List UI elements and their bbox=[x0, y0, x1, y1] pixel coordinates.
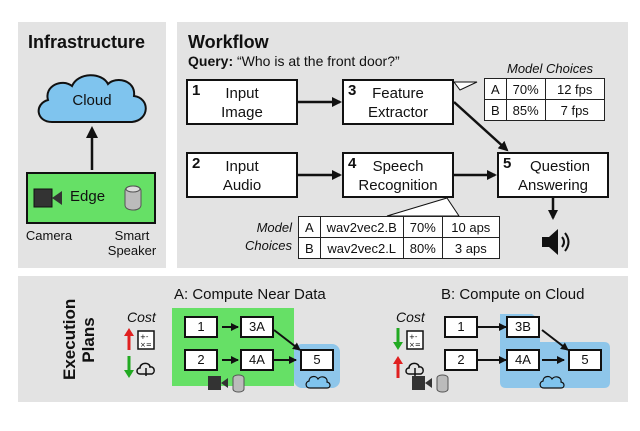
node-2-num: 2 bbox=[192, 155, 201, 172]
plan-b-cloud-icon bbox=[539, 375, 565, 389]
svg-text:×=: ×= bbox=[409, 341, 421, 349]
speaker-label-1: Smart bbox=[114, 228, 150, 243]
node-5-num: 5 bbox=[503, 155, 512, 172]
speaker-label-2: Speaker bbox=[107, 243, 157, 258]
speaker-output-icon bbox=[542, 229, 570, 255]
speech-rate-b: 3 aps bbox=[441, 237, 500, 259]
node-5-line1: Question bbox=[529, 158, 591, 175]
plan-b-cost-icons: +- ×= bbox=[393, 328, 424, 378]
node-3-line2: Extractor bbox=[367, 104, 428, 121]
node-4-line2: Recognition bbox=[358, 177, 438, 194]
plans-title-line2: Plans bbox=[79, 317, 98, 363]
svg-text:+-: +- bbox=[409, 333, 418, 341]
plan-b-arrows bbox=[478, 323, 569, 364]
node-2-line2: Audio bbox=[222, 177, 262, 194]
node-3-num: 3 bbox=[348, 82, 357, 99]
node-speech-recognition: 4 Speech Recognition bbox=[342, 152, 454, 198]
smart-speaker-icon bbox=[124, 185, 142, 211]
plan-a-cost-icons: +- ×= bbox=[124, 328, 155, 378]
speech-choices-title-2: Choices bbox=[245, 238, 292, 253]
plan-a-node-5: 5 bbox=[300, 349, 334, 371]
query-text: “Who is at the front door?” bbox=[237, 53, 400, 69]
plan-a-node-1: 1 bbox=[184, 316, 218, 338]
feature-option-b: B bbox=[484, 99, 507, 121]
speech-rate-a: 10 aps bbox=[441, 216, 500, 238]
plan-b-title: B: Compute on Cloud bbox=[441, 286, 585, 303]
query-prefix: Query: bbox=[188, 53, 238, 69]
feature-accuracy-b: 85% bbox=[505, 99, 546, 121]
node-4-num: 4 bbox=[348, 155, 357, 172]
plan-a-node-3a: 3A bbox=[240, 316, 274, 338]
speech-choices-title-1: Model bbox=[256, 220, 292, 235]
feature-rate-b: 7 fps bbox=[544, 99, 605, 121]
node-1-line1: Input bbox=[225, 85, 259, 102]
execution-plans-title: Execution Plans bbox=[60, 298, 98, 380]
plan-a-title: A: Compute Near Data bbox=[174, 286, 326, 303]
node-2-line1: Input bbox=[225, 158, 259, 175]
speech-model-b: wav2vec2.L bbox=[319, 237, 404, 259]
node-input-audio: 2 Input Audio bbox=[186, 152, 298, 198]
node-1-line2: Image bbox=[221, 104, 263, 121]
node-5-line2: Answering bbox=[517, 177, 589, 194]
speech-accuracy-a: 70% bbox=[402, 216, 443, 238]
cloud-label: Cloud bbox=[72, 92, 112, 109]
plan-a-arrows bbox=[222, 323, 301, 364]
plan-b-node-5: 5 bbox=[568, 349, 602, 371]
feature-accuracy-a: 70% bbox=[505, 78, 546, 100]
svg-text:+-: +- bbox=[140, 333, 149, 341]
table-row: B wav2vec2.L 80% 3 aps bbox=[298, 237, 500, 259]
infrastructure-title: Infrastructure bbox=[28, 32, 146, 52]
speech-choices-table: A wav2vec2.B 70% 10 aps B wav2vec2.L 80%… bbox=[298, 216, 500, 259]
svg-text:×=: ×= bbox=[140, 341, 152, 349]
plan-a-device-icons bbox=[208, 374, 245, 393]
speech-option-a: A bbox=[298, 216, 321, 238]
table-row: A wav2vec2.B 70% 10 aps bbox=[298, 216, 500, 238]
plan-b-node-4a: 4A bbox=[506, 349, 540, 371]
feature-choices-title: Model Choices bbox=[507, 61, 593, 76]
plan-b-device-icons bbox=[412, 374, 449, 393]
plan-b-cost-label: Cost bbox=[396, 309, 425, 325]
plan-b-node-2: 2 bbox=[444, 349, 478, 371]
workflow-arrows bbox=[298, 81, 558, 220]
feature-choices-table: A 70% 12 fps B 85% 7 fps bbox=[484, 78, 605, 121]
node-3-line1: Feature bbox=[372, 85, 424, 102]
workflow-title: Workflow bbox=[188, 32, 269, 52]
speech-accuracy-b: 80% bbox=[402, 237, 443, 259]
cloud-shape bbox=[37, 74, 147, 123]
plan-a-node-4a: 4A bbox=[240, 349, 274, 371]
plans-title-line1: Execution bbox=[60, 298, 79, 380]
plan-a-node-2: 2 bbox=[184, 349, 218, 371]
table-row: A 70% 12 fps bbox=[484, 78, 605, 100]
edge-label: Edge bbox=[70, 188, 106, 205]
feature-option-a: A bbox=[484, 78, 507, 100]
node-1-num: 1 bbox=[192, 82, 201, 99]
camera-icon bbox=[33, 188, 62, 208]
cloud-edge-arrow bbox=[86, 126, 98, 170]
plan-a-cost-label: Cost bbox=[127, 309, 156, 325]
speech-model-a: wav2vec2.B bbox=[319, 216, 404, 238]
plan-b-node-3b: 3B bbox=[506, 316, 540, 338]
speech-option-b: B bbox=[298, 237, 321, 259]
camera-label: Camera bbox=[25, 228, 73, 243]
node-4-line1: Speech bbox=[372, 158, 424, 175]
query-line: Query: “Who is at the front door?” bbox=[188, 53, 400, 69]
plan-a-cloud-icon bbox=[305, 375, 331, 389]
node-question-answering: 5 Question Answering bbox=[497, 152, 609, 198]
node-input-image: 1 Input Image bbox=[186, 79, 298, 125]
feature-rate-a: 12 fps bbox=[544, 78, 605, 100]
plan-b-node-1: 1 bbox=[444, 316, 478, 338]
table-row: B 85% 7 fps bbox=[484, 99, 605, 121]
node-feature-extractor: 3 Feature Extractor bbox=[342, 79, 454, 125]
